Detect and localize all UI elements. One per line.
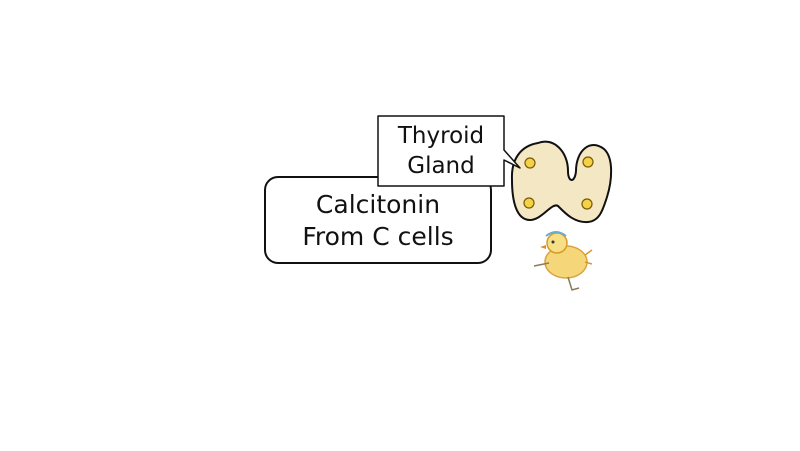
follicle-dot bbox=[523, 197, 535, 209]
chick-mascot-icon bbox=[533, 231, 593, 291]
calcitonin-box: Calcitonin From C cells bbox=[264, 176, 492, 264]
calcitonin-line-1: Calcitonin bbox=[315, 190, 441, 219]
follicle-dot bbox=[582, 156, 594, 168]
follicle-dot bbox=[581, 198, 593, 210]
thyroid-callout-line-2: Gland bbox=[407, 153, 475, 179]
thyroid-callout-text: Thyroid Gland bbox=[378, 116, 504, 186]
thyroid-callout-bubble bbox=[377, 115, 521, 187]
thyroid-gland-icon bbox=[510, 140, 613, 224]
follicle-dot bbox=[524, 157, 536, 169]
thyroid-callout-line-1: Thyroid bbox=[397, 123, 485, 149]
calcitonin-line-2: From C cells bbox=[302, 222, 454, 251]
